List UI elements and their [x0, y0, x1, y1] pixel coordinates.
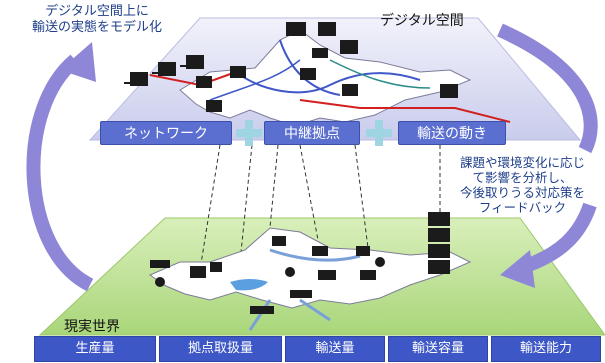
digital-model-caption: デジタル空間上に 輸送の実態をモデル化 [12, 4, 182, 36]
feedback-caption: 課題や環境変化に応じ て影響を分析し、 今後取りうる対応策を フィードバック [440, 155, 605, 215]
right-cycle-arrow [497, 23, 598, 154]
route-blue-3 [209, 59, 301, 101]
right-arrow-head [500, 250, 535, 288]
real-route-2 [299, 298, 331, 322]
route-teal-1 [329, 59, 431, 89]
feedback-caption-line4: フィードバック [478, 200, 567, 215]
production-volume-box: 生産量 [34, 336, 156, 362]
real-route-3 [248, 299, 272, 331]
transport-flow-component-box: 輸送の動き [398, 121, 506, 145]
plus-sign-2 [366, 120, 392, 146]
transport-ability-box: 輸送能力 [491, 336, 601, 362]
left-cycle-arrow [26, 54, 94, 292]
feedback-caption-line2: て影響を分析し、 [472, 170, 573, 185]
relay-hub-component-box: 中継拠点 [264, 121, 360, 145]
network-component-box: ネットワーク [100, 121, 232, 145]
real-map-island [148, 227, 472, 309]
feedback-caption-line1: 課題や環境変化に応じ [459, 155, 585, 170]
real-world-title: 現実世界 [64, 319, 120, 335]
real-route-1 [269, 248, 361, 262]
real-world-icons [150, 212, 450, 314]
route-red-2 [299, 99, 511, 123]
digital-model-caption-line2: 輸送の実態をモデル化 [31, 20, 162, 35]
digital-model-caption-line1: デジタル空間上に [45, 4, 149, 19]
digital-truck-icons [124, 22, 458, 112]
digital-space-title: デジタル空間 [380, 13, 464, 29]
route-blue-1 [235, 71, 421, 94]
transport-capacity-box: 輸送容量 [388, 336, 488, 362]
left-arrow-head [60, 42, 96, 82]
right-lower-arrow [517, 202, 597, 275]
feedback-caption-line3: 今後取りうる対応策を [459, 185, 585, 200]
hub-handling-volume-box: 拠点取扱量 [159, 336, 282, 362]
real-map-lake [230, 279, 268, 291]
plus-sign-1 [236, 120, 262, 146]
transport-volume-box: 輸送量 [285, 336, 385, 362]
